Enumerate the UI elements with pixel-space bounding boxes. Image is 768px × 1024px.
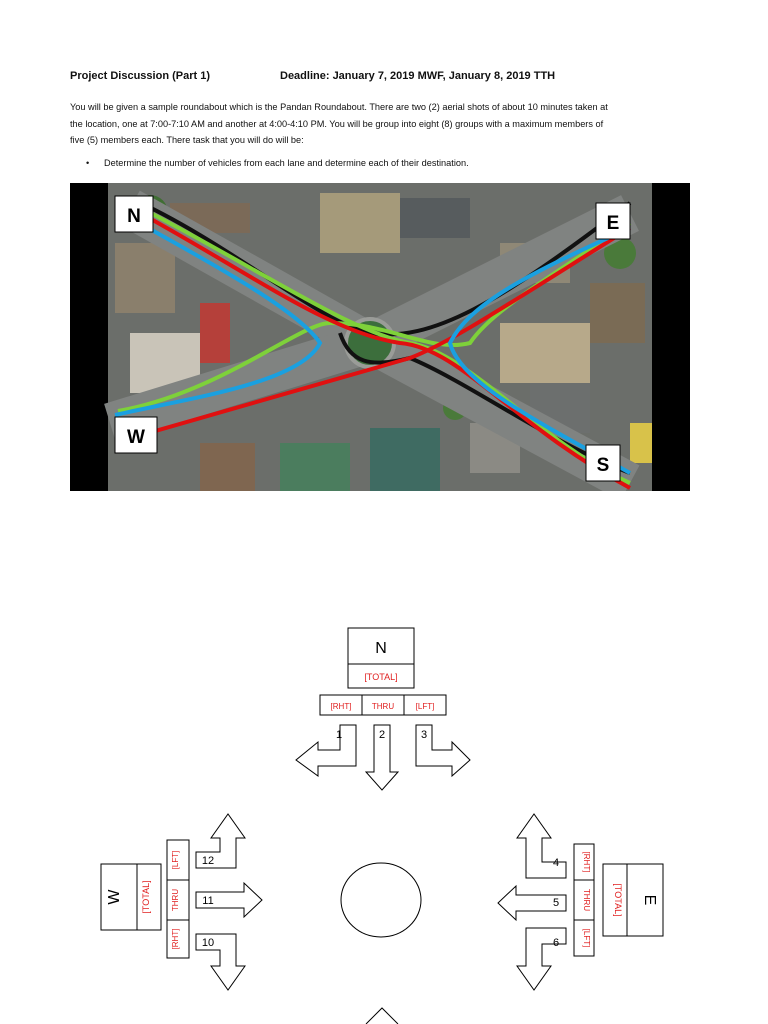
north-total-label: [TOTAL]	[364, 672, 397, 682]
east-left-turn-arrow	[516, 927, 567, 991]
label-east: E	[595, 202, 631, 240]
north-right-turn-arrow	[295, 724, 357, 777]
east-thru-arrow	[497, 884, 567, 922]
north-lane-num: 1	[336, 729, 342, 741]
east-dir-label: E	[641, 895, 658, 906]
west-lane-num: 12	[202, 855, 214, 867]
north-left-turn-arrow	[415, 724, 471, 778]
west-right-turn-arrow	[195, 933, 246, 991]
roundabout-diagram: N [TOTAL] [RHT] THRU [LFT] 1 2 3 E [TOTA…	[100, 627, 664, 1024]
route-blue-1	[114, 216, 323, 417]
north-lane-num: 2	[379, 729, 385, 741]
west-thru-arrow	[195, 881, 263, 919]
west-total-label: [TOTAL]	[141, 880, 151, 913]
task-text: Determine the number of vehicles from ea…	[104, 158, 469, 168]
north-lft-label: [LFT]	[416, 702, 435, 711]
label-north: N	[114, 195, 154, 233]
task-bullet: Determine the number of vehicles from ea…	[86, 158, 469, 168]
deadline-text: Deadline: January 7, 2019 MWF, January 8…	[280, 70, 556, 82]
east-lft-label: [LFT]	[582, 929, 591, 948]
document-header: Project Discussion (Part 1) Deadline: Ja…	[70, 70, 710, 82]
intro-paragraph: You will be given a sample roundabout wh…	[70, 99, 700, 149]
east-lane-num: 6	[553, 937, 559, 949]
north-approach: N [TOTAL] [RHT] THRU [LFT] 1 2 3	[295, 627, 471, 791]
intro-line: the location, one at 7:00-7:10 AM and an…	[70, 118, 604, 129]
north-thru-arrow	[364, 724, 400, 791]
aerial-photo: N E W S	[70, 183, 690, 491]
east-thru-label: THRU	[582, 889, 591, 911]
east-right-turn-arrow	[516, 813, 567, 879]
east-approach: E [TOTAL] [RHT] THRU [LFT] 4 5 6	[497, 813, 664, 991]
svg-text:W: W	[127, 427, 145, 448]
west-rht-label: [RHT]	[171, 929, 180, 950]
north-thru-label: THRU	[372, 702, 394, 711]
route-blue-2	[447, 226, 631, 475]
east-lane-num: 4	[553, 857, 559, 869]
south-arrow-tip	[365, 1007, 399, 1024]
east-lane-num: 5	[553, 897, 559, 909]
label-south: S	[585, 444, 621, 482]
intro-line: five (5) members each. There task that y…	[70, 135, 304, 145]
north-rht-label: [RHT]	[331, 702, 352, 711]
project-title: Project Discussion (Part 1)	[70, 70, 210, 82]
west-thru-label: THRU	[171, 889, 180, 911]
west-lane-num: 11	[202, 895, 213, 907]
roundabout-circle	[340, 862, 422, 938]
route-black-south	[338, 332, 631, 475]
east-rht-label: [RHT]	[582, 852, 591, 873]
label-west: W	[114, 416, 158, 454]
north-dir-label: N	[375, 640, 387, 657]
west-dir-label: W	[106, 889, 123, 905]
svg-text:N: N	[127, 206, 141, 227]
east-total-label: [TOTAL]	[613, 883, 623, 916]
svg-text:S: S	[597, 455, 610, 476]
route-red-2	[119, 226, 632, 443]
north-lane-num: 3	[421, 729, 427, 741]
west-lane-num: 10	[202, 937, 214, 949]
svg-text:E: E	[607, 213, 620, 234]
west-lft-label: [LFT]	[171, 851, 180, 870]
route-red-1	[139, 211, 631, 490]
intro-line: You will be given a sample roundabout wh…	[70, 102, 608, 112]
west-left-turn-arrow	[195, 813, 246, 869]
west-approach: W [TOTAL] [LFT] THRU [RHT] 12 11 10	[100, 813, 263, 991]
